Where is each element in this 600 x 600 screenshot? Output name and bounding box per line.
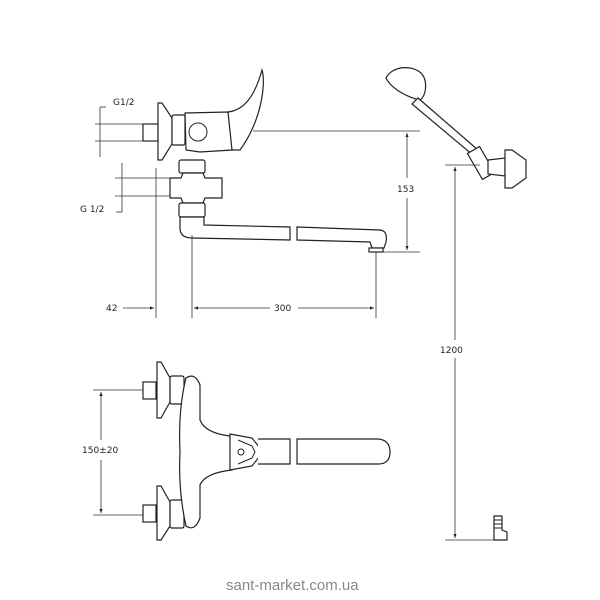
shower-bracket-dimension [445, 164, 508, 541]
label-spout-height: 153 [397, 185, 414, 195]
top-view-dimension [93, 389, 143, 516]
side-view-dimensions [95, 106, 420, 318]
label-inlet-spacing: 150±20 [82, 446, 118, 456]
top-view-faucet [142, 361, 391, 541]
label-spout-reach: 300 [274, 304, 291, 314]
hand-shower [385, 67, 527, 189]
label-thread-top: G1/2 [113, 98, 134, 108]
side-view-faucet [142, 67, 387, 253]
label-thread-bottom: G 1/2 [80, 205, 104, 215]
watermark: sant-market.com.ua [226, 577, 359, 594]
label-wall-offset: 42 [106, 304, 117, 314]
label-bracket-height: 1200 [440, 346, 463, 356]
